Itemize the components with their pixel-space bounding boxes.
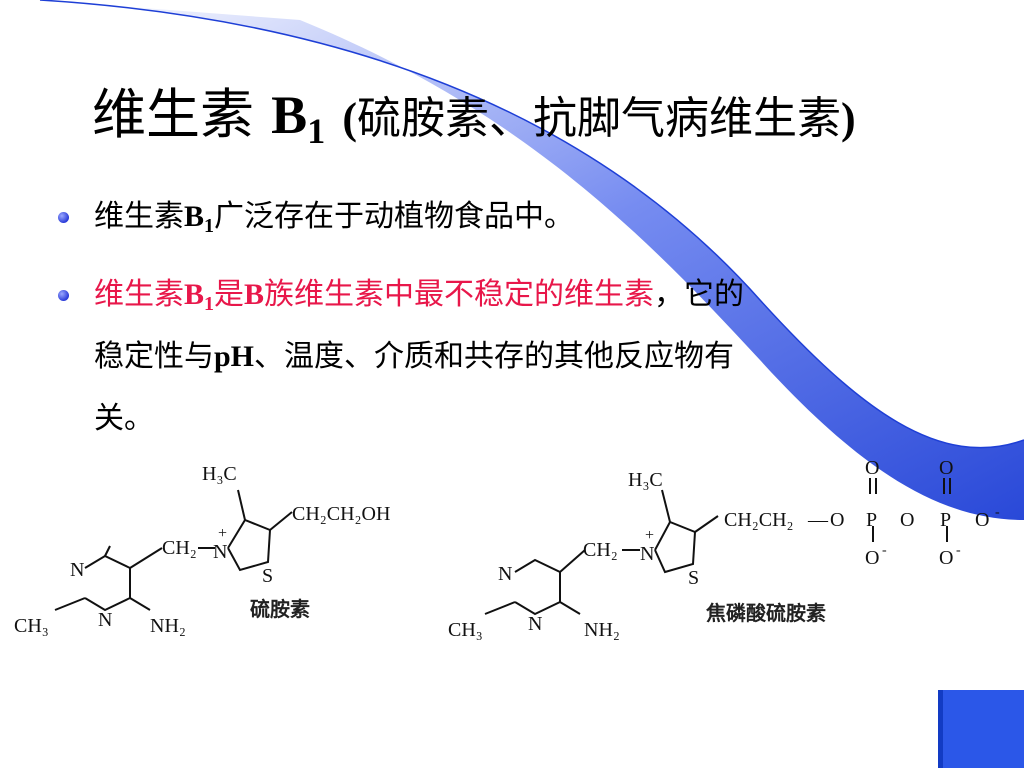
bullet-1-b-subscript: 1: [204, 215, 215, 237]
label-p1: P: [866, 509, 877, 531]
slide-title: 维生素 B1 (硫胺素、抗脚气病维生素): [92, 70, 856, 151]
bullet-2-line-2: 稳定性与pH、温度、介质和共存的其他反应物有: [94, 326, 734, 388]
bullet-dot: [58, 212, 69, 223]
thiamine-labels: H₃C CH₂CH₂OH CH₂ N + S N N CH₃ NH₂ 硫胺素: [14, 463, 390, 637]
label-n-bottom: N: [98, 609, 112, 631]
label-n-plus: N: [640, 543, 654, 565]
bullet-2-red-b2: B: [244, 278, 265, 311]
label-n-top: N: [498, 563, 512, 585]
bullet-1-rest: 广泛存在于动植物食品中。: [214, 199, 575, 234]
caption-tpp: 焦磷酸硫胺素: [706, 601, 826, 625]
label-o-top2: O: [939, 457, 953, 479]
bullet-2-red-mid: 是: [214, 277, 245, 312]
title-paren-close: ): [841, 94, 856, 143]
label-minus: -: [956, 543, 961, 558]
label-o-end: O: [975, 509, 989, 531]
bullet-2-red-rest: 族维生素中最不稳定的维生素: [264, 277, 655, 312]
label-o-bot1: O: [865, 547, 879, 569]
bullet-2-ph: pH: [214, 340, 255, 373]
bullet-2-red-prefix: 维生素: [94, 277, 184, 312]
label-o-mid: O: [900, 509, 914, 531]
label-ch3: CH₃: [14, 615, 49, 637]
title-main: 维生素: [92, 83, 254, 146]
title-paren-open: (: [342, 94, 358, 143]
caption-thiamine: 硫胺素: [250, 597, 310, 621]
bullet-1-text: 维生素B1广泛存在于动植物食品中。: [94, 186, 574, 248]
label-p2: P: [940, 509, 951, 531]
label-side-chain: CH₂CH₂OH: [292, 503, 390, 525]
title-paren-text: 硫胺素、抗脚气病维生素: [357, 93, 842, 144]
label-minus: -: [995, 505, 1000, 520]
label-o-bot2: O: [939, 547, 953, 569]
title-b-subscript: 1: [307, 111, 326, 151]
tpp-labels: H₃C CH₂CH₂ — O P O P O - O O O O - - CH₂…: [448, 457, 1000, 641]
thiamine-structure: [54, 489, 293, 612]
title-b: B: [271, 85, 308, 145]
bullet-1-prefix: 维生素: [94, 199, 184, 234]
label-n-bottom: N: [528, 613, 542, 635]
bullet-2-line2-b: 、温度、介质和共存的其他反应物有: [254, 339, 735, 374]
bullet-dot: [58, 290, 69, 301]
label-side-chain: CH₂CH₂: [724, 509, 794, 531]
label-ch2: CH₂: [583, 539, 618, 561]
bullet-1-b: B: [184, 200, 205, 233]
bullet-2-red-b: B: [184, 278, 205, 311]
chemical-structures: H₃C CH₂CH₂OH CH₂ N + S N N CH₃ NH₂ 硫胺素: [14, 457, 1000, 641]
label-nh2: NH₂: [584, 619, 620, 641]
bullet-2-line-1: 维生素B1是B族维生素中最不稳定的维生素，它的: [94, 264, 744, 326]
bullet-2-line-3: 关。: [94, 388, 154, 450]
label-minus: -: [882, 543, 887, 558]
bullet-2-black-rest: ，它的: [654, 277, 745, 312]
label-o-top1: O: [865, 457, 879, 479]
label-o-link: O: [830, 509, 844, 531]
bullet-2-line3: 关。: [94, 401, 154, 436]
label-s: S: [688, 567, 699, 589]
label-n-top: N: [70, 559, 84, 581]
label-ch2: CH₂: [162, 537, 197, 559]
label-plus: +: [218, 525, 227, 542]
label-plus: +: [645, 527, 654, 544]
label-h3c: H₃C: [202, 463, 237, 485]
label-s: S: [262, 565, 273, 587]
label-h3c: H₃C: [628, 469, 663, 491]
label-nh2: NH₂: [150, 615, 186, 637]
bullet-2-red-b-subscript: 1: [204, 293, 215, 315]
label-n-plus: N: [213, 541, 227, 563]
label-ch3: CH₃: [448, 619, 483, 641]
bullet-2-line2-a: 稳定性与: [94, 339, 214, 374]
label-dash: —: [807, 509, 829, 531]
tpp-structure: [484, 478, 951, 616]
